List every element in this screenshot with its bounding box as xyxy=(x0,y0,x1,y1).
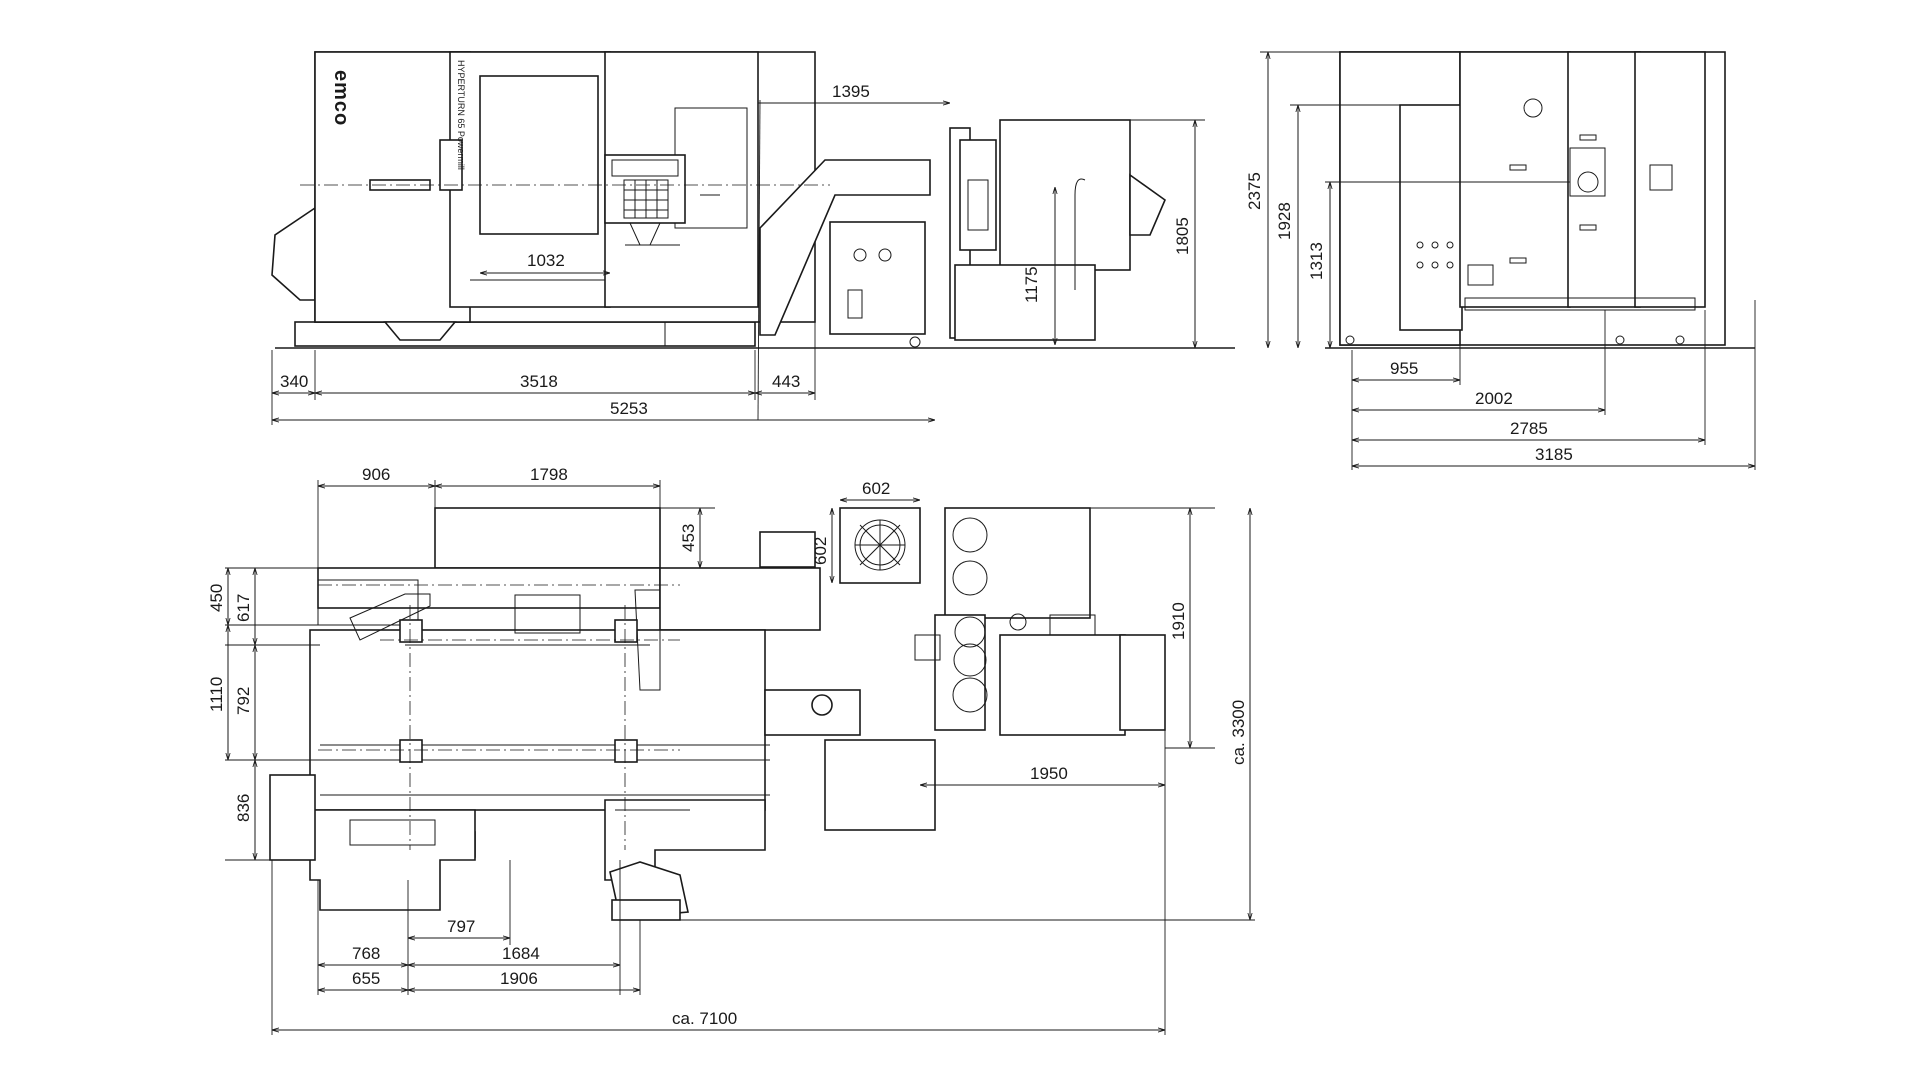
dim-1928: 1928 xyxy=(1275,202,1294,240)
dim-1395: 1395 xyxy=(832,82,870,101)
dim-453: 453 xyxy=(679,524,698,552)
control-keypad xyxy=(623,179,669,219)
dim-1110: 1110 xyxy=(207,677,226,712)
dim-3518: 3518 xyxy=(520,372,558,391)
dim-340: 340 xyxy=(280,372,308,391)
dim-1032: 1032 xyxy=(527,251,565,270)
dim-1175: 1175 xyxy=(1022,266,1041,303)
dim-1798: 1798 xyxy=(530,465,568,484)
dim-2002: 2002 xyxy=(1475,389,1513,408)
dim-2785: 2785 xyxy=(1510,419,1548,438)
dim-768: 768 xyxy=(352,944,380,963)
dim-fan-602-w: 602 xyxy=(862,479,890,498)
dim-836: 836 xyxy=(234,794,253,822)
dim-5253: 5253 xyxy=(610,399,648,418)
dim-792: 792 xyxy=(234,687,253,715)
dim-2375: 2375 xyxy=(1245,172,1264,210)
dim-797: 797 xyxy=(447,917,475,936)
dim-fan-602-h: 602 xyxy=(811,537,830,565)
dim-443: 443 xyxy=(772,372,800,391)
dim-1805: 1805 xyxy=(1173,217,1192,255)
dim-7100: ca. 7100 xyxy=(672,1009,737,1028)
model-label: HYPERTURN 65 Powermill xyxy=(456,60,466,170)
dim-955: 955 xyxy=(1390,359,1418,378)
dim-906: 906 xyxy=(362,465,390,484)
front-view: emco HYPERTURN 65 Powermill 1395 1032 18… xyxy=(271,51,1235,425)
dim-1906: 1906 xyxy=(500,969,538,988)
dim-450: 450 xyxy=(207,584,226,612)
dim-617: 617 xyxy=(234,594,253,622)
dim-3300: ca. 3300 xyxy=(1229,700,1248,765)
dim-655: 655 xyxy=(352,969,380,988)
dim-1313: 1313 xyxy=(1307,242,1326,280)
dim-1684: 1684 xyxy=(502,944,540,963)
side-view: 2375 1928 1313 955 2002 2785 3185 xyxy=(1245,51,1756,470)
brand-logo: emco xyxy=(330,70,352,126)
dim-1950: 1950 xyxy=(1030,764,1068,783)
dim-3185: 3185 xyxy=(1535,445,1573,464)
dim-1910: 1910 xyxy=(1169,602,1188,640)
top-view: 906 1798 453 602 602 450 617 1110 792 83… xyxy=(207,465,1255,1035)
